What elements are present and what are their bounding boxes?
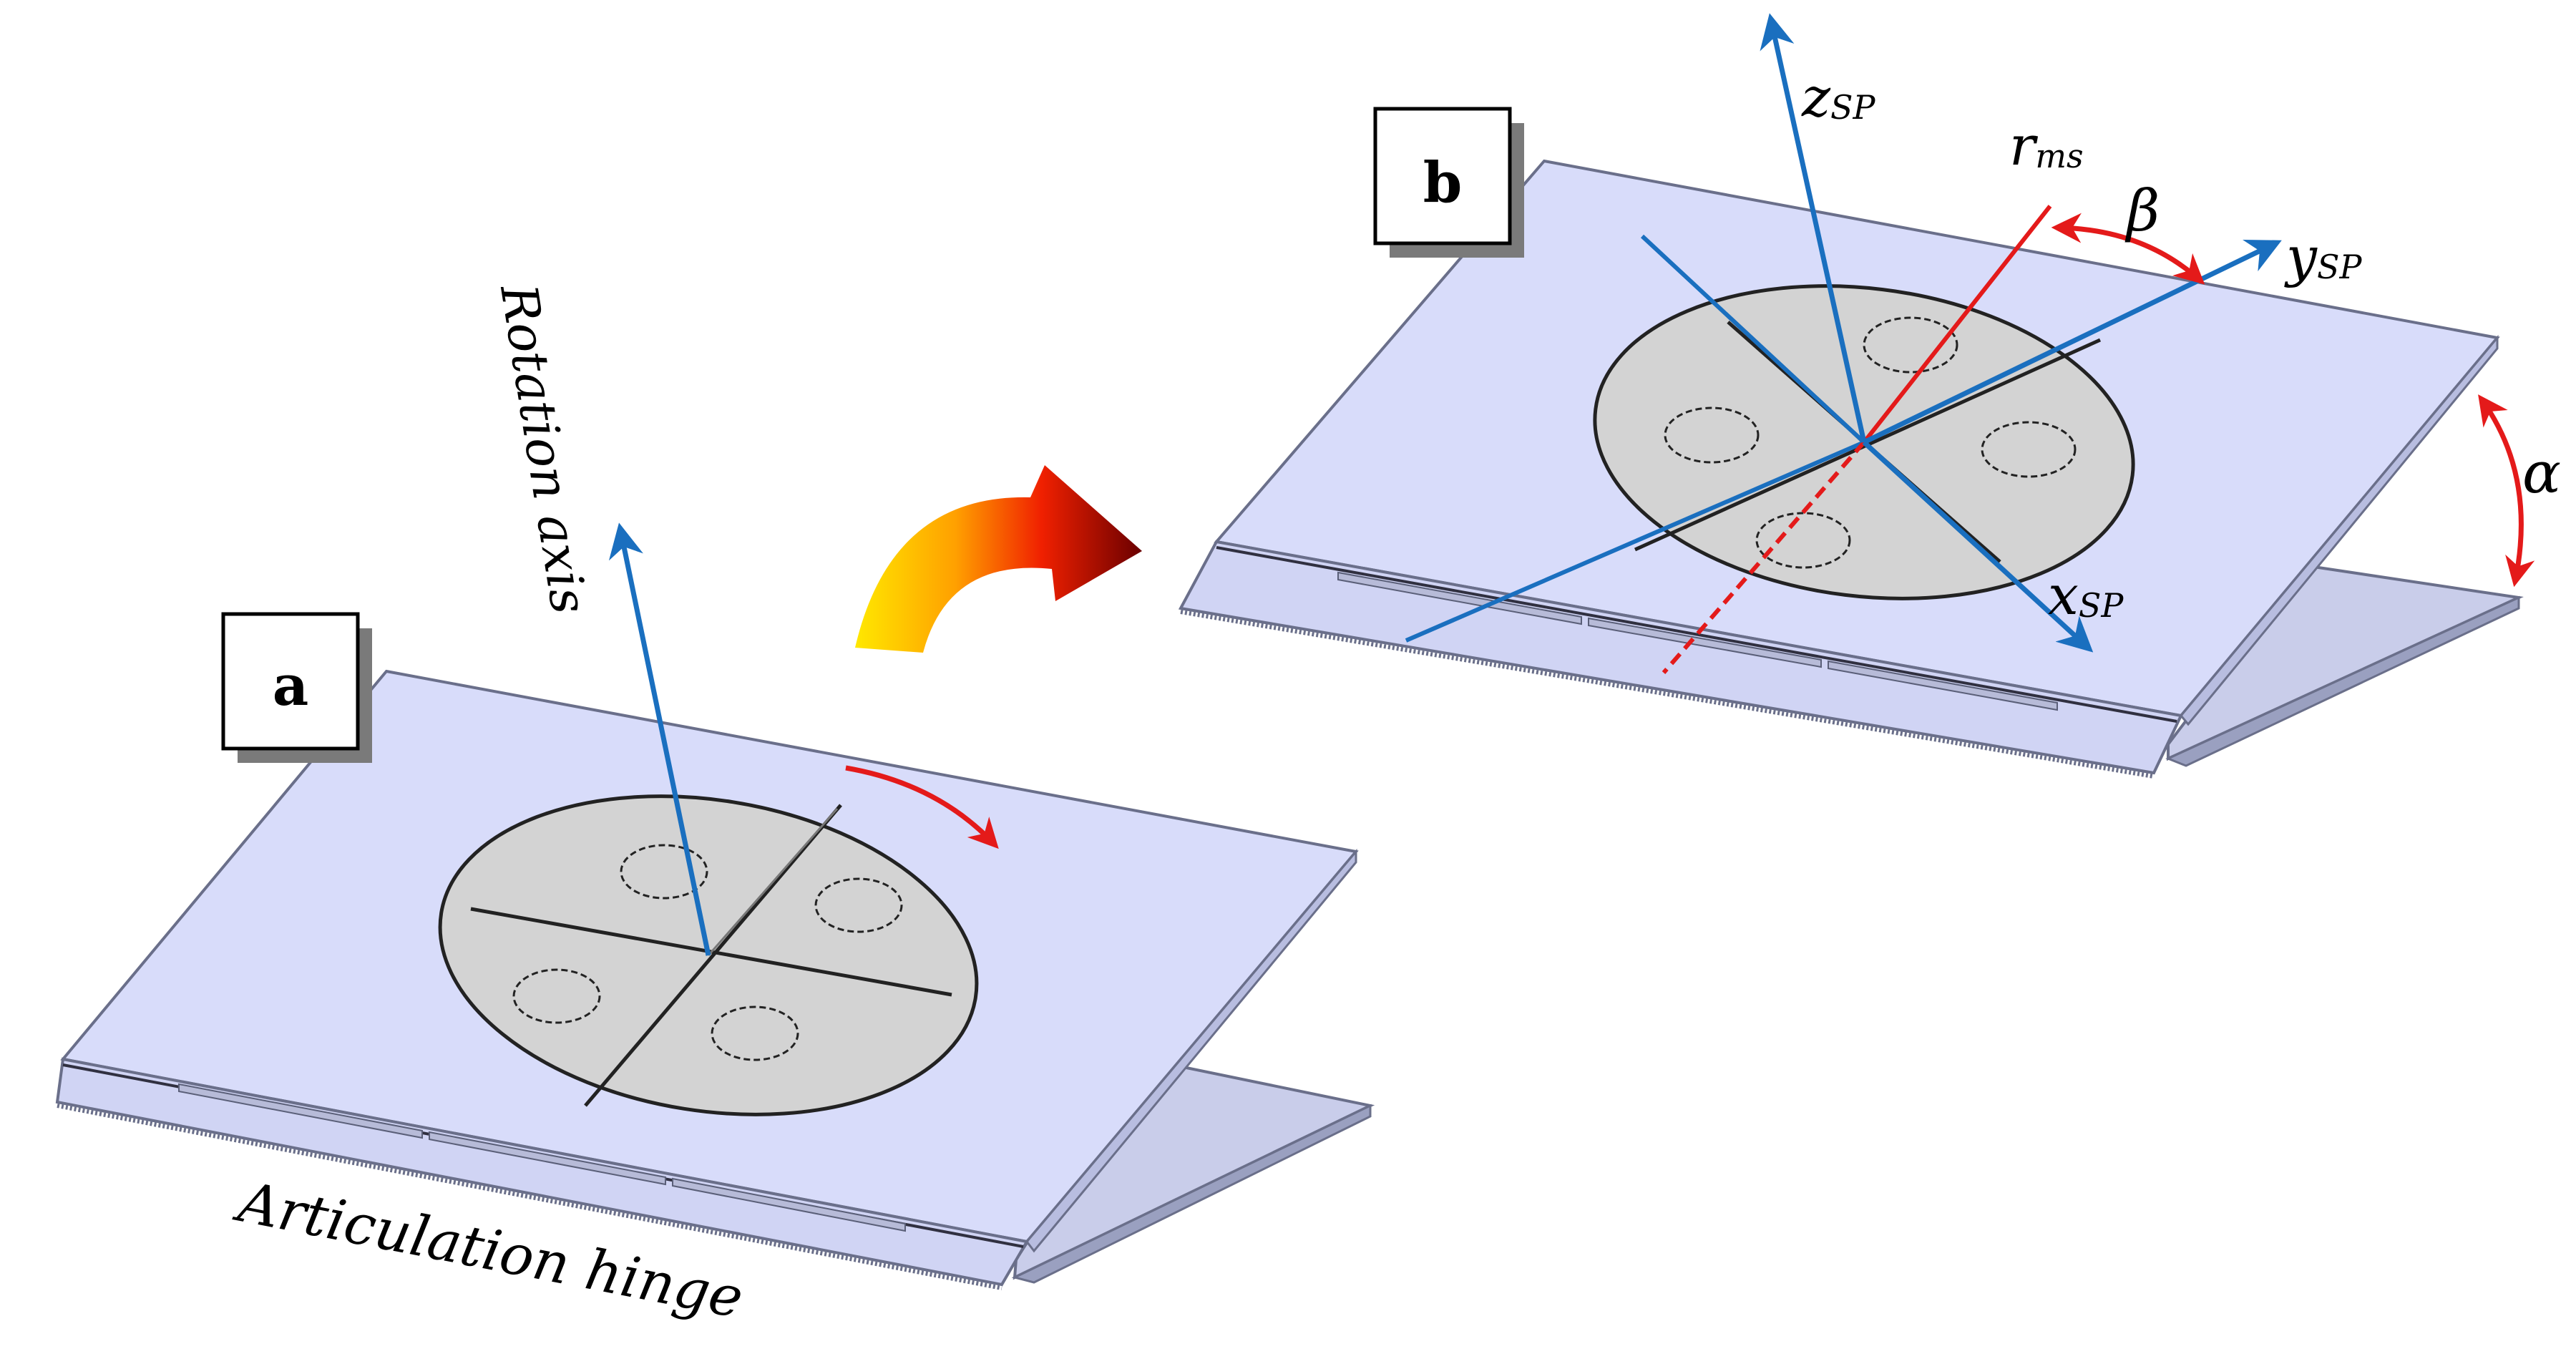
hinge-strip: [55, 1057, 1030, 1287]
rms-solid-line: [1862, 205, 2052, 444]
hinge-slot-1: [1337, 571, 1582, 625]
beta-label: β: [2124, 177, 2160, 244]
z-axis-label: zSP: [1801, 65, 1876, 129]
alpha-angle-arc: [2478, 394, 2535, 588]
sample-hole-bottom: [1755, 512, 1851, 569]
beta-angle-arc: [2051, 213, 2205, 285]
hinge-slot-3: [1828, 660, 2058, 711]
diameter-line-blue-1: [1640, 234, 1866, 444]
hinge-slot-1: [178, 1083, 423, 1139]
panel-a-tag: a: [273, 653, 309, 719]
back-support-leg-edge: [2165, 595, 2520, 767]
rotation-axis-arrow: [608, 522, 711, 956]
disc-divider-2: [584, 804, 842, 1107]
hinge-serrated-edge: [1180, 610, 2155, 779]
sample-hole-top: [1863, 316, 1958, 374]
panel-b: b zSP rms ySP xSP β α: [1178, 13, 2561, 779]
rms-dashed-line: [1662, 441, 1866, 674]
hinge-slot-3: [672, 1177, 906, 1232]
hinge-slot-2: [429, 1131, 666, 1186]
sample-hole-left: [512, 968, 601, 1024]
disc-divider-shade: [707, 808, 839, 956]
plate-edge: [1025, 848, 1357, 1253]
y-axis-arrow: [1863, 240, 2282, 445]
transition-arrow: [855, 465, 1142, 653]
sample-hole-bottom: [711, 1005, 799, 1061]
panel-b-tag: b: [1423, 150, 1463, 215]
x-axis-arrow: [1862, 440, 2094, 653]
rotation-axis-label: Rotation axis: [489, 279, 599, 618]
hinge-seam: [1216, 546, 2177, 723]
panel-b-tag-box: [1373, 107, 1512, 245]
sample-hole-right: [814, 877, 903, 933]
alpha-label: α: [2522, 439, 2561, 506]
diameter-line-blue-2: [1405, 440, 1865, 643]
plate-edge: [2180, 334, 2499, 726]
back-support-leg-edge: [1011, 1104, 1372, 1284]
sample-hole-top: [620, 844, 708, 900]
rotation-direction-arrow: [845, 765, 999, 849]
panel-a-tag-box: [221, 612, 360, 751]
hinge-serrated-edge: [57, 1104, 1002, 1290]
z-axis-arrow: [1760, 13, 1867, 443]
r-ms-label: rms: [2009, 114, 2084, 177]
panel-a: a Rotation axis Articulation hinge: [55, 279, 1375, 1331]
sample-hole-left: [1664, 406, 1760, 464]
x-axis-label: xSP: [2048, 563, 2124, 627]
y-axis-label: ySP: [2284, 225, 2362, 288]
sample-hole-right: [1981, 421, 2077, 478]
hinge-slot-2: [1588, 617, 1822, 668]
hinge-strip: [1178, 540, 2183, 775]
